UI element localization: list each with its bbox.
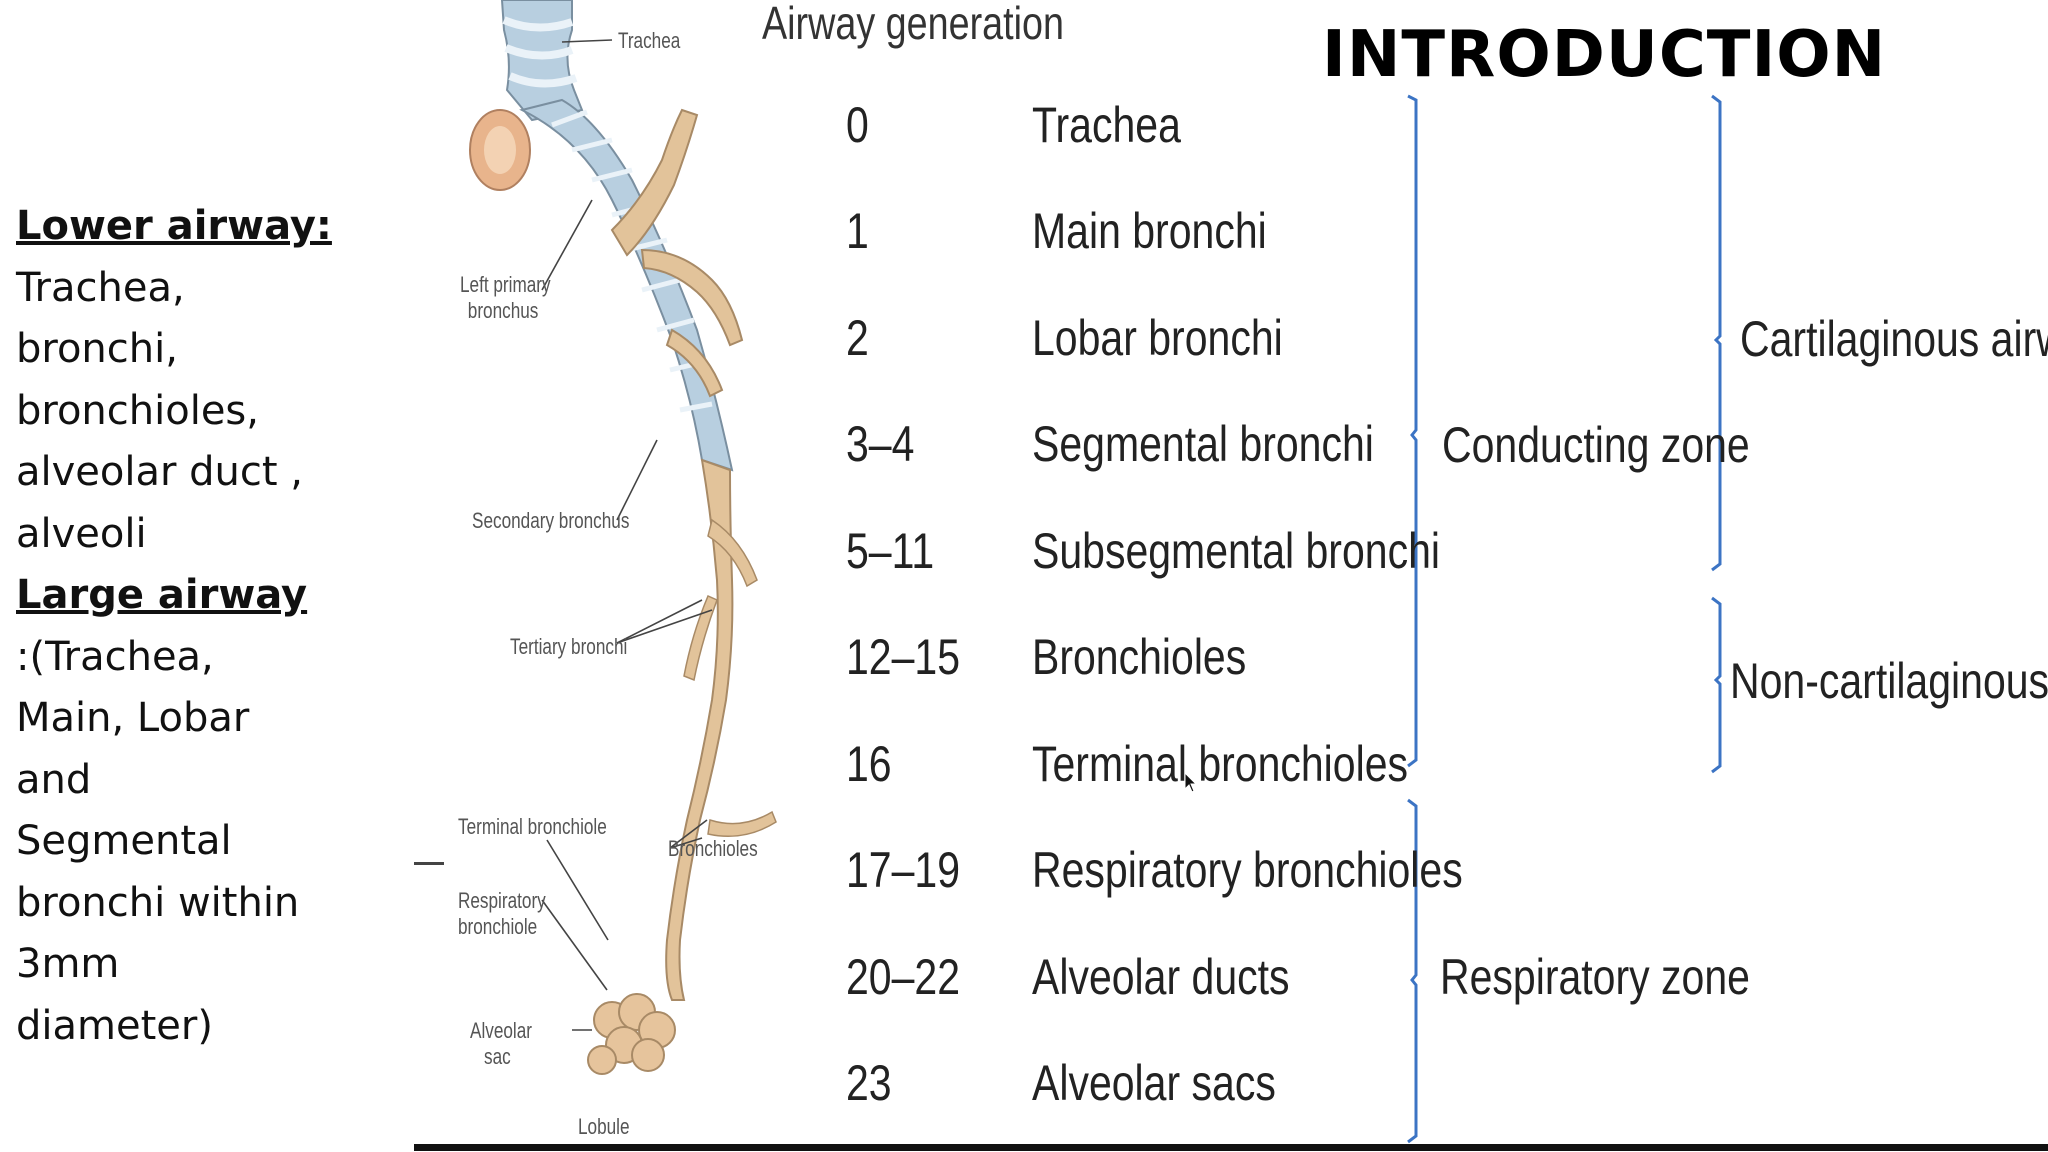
airway-name: Trachea <box>1032 97 1181 153</box>
airway-name: Main bronchi <box>1032 203 1267 259</box>
zone-brackets <box>1407 94 1722 1144</box>
text-line: diameter) <box>16 1002 213 1049</box>
text-line: bronchi within <box>16 879 300 926</box>
text-line: and <box>16 756 92 803</box>
conducting-zone-label: Conducting zone <box>1442 417 1750 473</box>
label-line: bronchus <box>467 298 539 323</box>
slide-title: INTRODUCTION <box>1322 18 1887 92</box>
label-line: bronchiole <box>458 914 538 939</box>
trachea-anatomy-label: Trachea <box>618 28 681 53</box>
respiratory-zone-label: Respiratory zone <box>1440 949 1750 1005</box>
generation-number: 17–19 <box>846 842 961 898</box>
generation-number: 5–11 <box>846 523 935 579</box>
text-line: bronchioles, <box>16 387 259 434</box>
cartilaginous-airways-label: Cartilaginous airways <box>1740 311 2048 367</box>
mouse-cursor-icon <box>1184 772 1198 793</box>
text-line: alveolar duct , <box>16 449 304 495</box>
alveolar-sac-drawing <box>587 993 676 1075</box>
text-line: Trachea, <box>16 264 185 311</box>
bronchial-tree-illustration <box>469 0 1722 1144</box>
bronchioles-anatomy-label: Bronchioles <box>668 836 758 861</box>
label-line: Alveolar <box>470 1018 532 1043</box>
label-line: sac <box>484 1044 511 1069</box>
left-text-column: Lower airway: Trachea, bronchi, bronchio… <box>16 196 336 1057</box>
label-line: Respiratory <box>458 888 546 913</box>
text-line: 3mm <box>16 941 120 987</box>
airway-name: Alveolar ducts <box>1032 949 1290 1005</box>
lobule-label: Lobule <box>578 1114 630 1139</box>
generation-number: 2 <box>846 310 869 366</box>
large-airway-heading: Large airway <box>16 572 308 618</box>
airway-name: Subsegmental bronchi <box>1032 523 1440 579</box>
trachea-drawing <box>469 0 584 191</box>
text-line: :(Trachea, <box>16 633 214 680</box>
text-line: bronchi, <box>16 326 178 372</box>
generation-number: 1 <box>846 203 869 259</box>
generation-number: 0 <box>846 97 869 153</box>
lower-airway-heading: Lower airway: <box>16 203 332 249</box>
generation-number: 23 <box>846 1055 892 1111</box>
generation-number: 16 <box>846 736 892 792</box>
respiratory-bronchiole-label: Respiratory bronchiole <box>458 888 546 940</box>
airway-figure: Airway generation 0 Trachea 1 Main bronc… <box>412 0 2048 1152</box>
text-line: alveoli <box>16 510 147 557</box>
generation-number: 12–15 <box>846 629 961 685</box>
text-line: Segmental <box>16 818 232 864</box>
dash-mark <box>414 862 444 865</box>
non-cartilaginous-airways-label: Non-cartilaginous airw <box>1730 653 2048 709</box>
figure-baseline <box>414 1144 2048 1151</box>
generation-number: 20–22 <box>846 949 961 1005</box>
secondary-bronchus-label: Secondary bronchus <box>472 508 630 533</box>
text-line: Main, Lobar <box>16 695 250 741</box>
alveolar-sac-label: Alveolar sac <box>470 1018 532 1070</box>
left-primary-bronchus-label: Left primary bronchus <box>460 272 551 324</box>
airway-name: Bronchioles <box>1032 629 1247 685</box>
tertiary-bronchi-label: Tertiary bronchi <box>510 634 628 659</box>
airway-name: Alveolar sacs <box>1032 1055 1276 1111</box>
label-line: Left primary <box>460 272 551 297</box>
airway-name: Segmental bronchi <box>1032 416 1374 472</box>
terminal-bronchiole-label: Terminal bronchiole <box>458 814 607 839</box>
generation-number: 3–4 <box>846 416 915 472</box>
airway-name: Respiratory bronchioles <box>1032 842 1463 898</box>
airway-name: Lobar bronchi <box>1032 310 1283 366</box>
airway-name: Terminal bronchioles <box>1032 736 1409 792</box>
column-header: Airway generation <box>762 0 1064 49</box>
